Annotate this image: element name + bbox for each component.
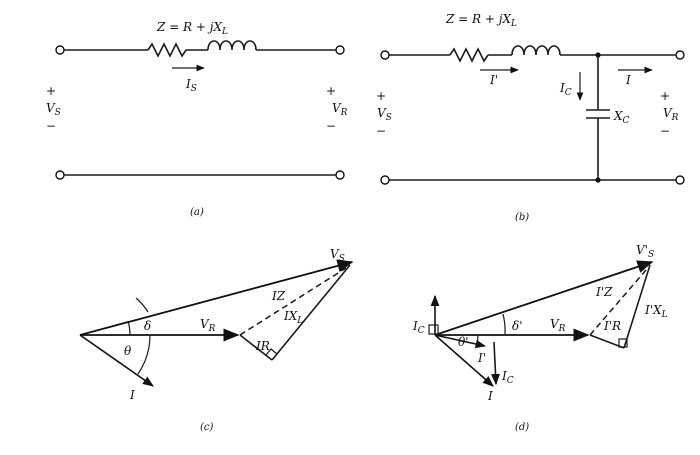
vs-label-c: VS: [330, 247, 345, 264]
inductor-a: [207, 40, 257, 51]
terminal-top-left-b: [380, 50, 390, 60]
vr-plus-b: +: [660, 89, 670, 103]
resistor-b: [449, 47, 489, 63]
panel-b-circuit: Z = R + jXL I' IC I XC + VS − + VR − (b): [376, 12, 685, 223]
iz-label-c: IZ: [271, 289, 286, 303]
phasor-ixl-d: [623, 264, 651, 349]
vs-plus-b: +: [376, 89, 386, 103]
vs-label-a: VS: [46, 101, 61, 118]
phasor-ixl-c: [271, 264, 351, 361]
current-line-label-b: I': [489, 73, 498, 87]
delta-label-c: δ: [144, 319, 151, 333]
current-label-c: I: [129, 388, 135, 402]
current-label-d: I: [487, 389, 493, 403]
delta-arc-d: [502, 313, 506, 336]
vr-label-c: VR: [200, 317, 216, 334]
terminal-bottom-left: [55, 170, 65, 180]
vr-plus-a: +: [326, 84, 336, 98]
phasor-iprime-d: [434, 334, 487, 349]
caption-a: (a): [190, 207, 204, 218]
panel-a-circuit: Z = R + jXL IS + VS − + VR − (a): [46, 20, 348, 218]
delta-label-d: δ': [512, 319, 523, 333]
vr-minus-b: −: [660, 124, 670, 138]
resistor-a: [147, 42, 187, 58]
current-cap-label-b: IC: [559, 81, 572, 98]
right-angle-right-d: [618, 338, 628, 348]
caption-c: (c): [200, 422, 214, 433]
caption-b: (b): [515, 212, 529, 223]
theta-arc-c: [137, 334, 151, 375]
vs-plus-a: +: [46, 84, 56, 98]
outer-arc-c: [135, 297, 149, 313]
terminal-bottom-left-b: [380, 175, 390, 185]
vs-label-b: VS: [377, 106, 392, 123]
phasor-vs-d: [434, 260, 654, 336]
impedance-label-a: Z = R + jXL: [156, 20, 228, 37]
impedance-label-b: Z = R + jXL: [445, 12, 517, 29]
right-angle-left-d: [428, 324, 439, 335]
phasor-i-d: [434, 334, 494, 387]
inductor-b: [511, 45, 561, 56]
phasor-ir-c: [239, 334, 273, 361]
panel-c-phasor: VS VR IZ IXL IR δ θ I (c): [79, 247, 354, 433]
terminal-top-left: [55, 45, 65, 55]
phasor-iz-c: [239, 267, 347, 336]
caption-d: (d): [515, 422, 529, 433]
terminal-top-right-b: [675, 50, 685, 60]
terminal-top-right: [335, 45, 345, 55]
current-load-label-b: I: [625, 73, 631, 87]
terminal-bottom-right: [335, 170, 345, 180]
ir-label-c: IR: [255, 339, 270, 353]
ic-label-d: IC: [501, 369, 514, 386]
iprime-label-d: I': [477, 351, 486, 365]
vr-label-b: VR: [663, 106, 679, 123]
ic-left-label-d: IC: [412, 319, 425, 336]
ixl-label-c: IXL: [283, 309, 303, 326]
vs-minus-a: −: [46, 119, 56, 133]
vr-label-d: VR: [550, 317, 566, 334]
phasor-vs-c: [79, 259, 354, 336]
iz-label-d: I'Z: [595, 285, 613, 299]
panel-d-phasor: V'S VR I'Z I'XL I'R δ' θ' I' IC IC I (d): [412, 243, 668, 433]
ixl-label-d: I'XL: [644, 303, 668, 320]
current-label-a: IS: [185, 77, 197, 94]
theta-arc-d: [476, 334, 479, 345]
terminal-bottom-right-b: [675, 175, 685, 185]
delta-arc-c: [127, 320, 131, 336]
phasor-i-c: [79, 334, 154, 387]
vs-label-d: V'S: [636, 243, 654, 260]
vs-minus-b: −: [376, 124, 386, 138]
vr-label-a: VR: [332, 101, 348, 118]
phasor-ir-d: [589, 334, 625, 349]
vr-minus-a: −: [326, 119, 336, 133]
right-angle-c: [265, 348, 278, 356]
ir-label-d: I'R: [603, 319, 621, 333]
phasor-iz-d: [589, 269, 647, 336]
phasor-ic-d: [491, 341, 500, 386]
xc-label-b: XC: [613, 109, 630, 126]
theta-label-c: θ: [124, 344, 132, 358]
theta-label-d: θ': [458, 335, 469, 349]
